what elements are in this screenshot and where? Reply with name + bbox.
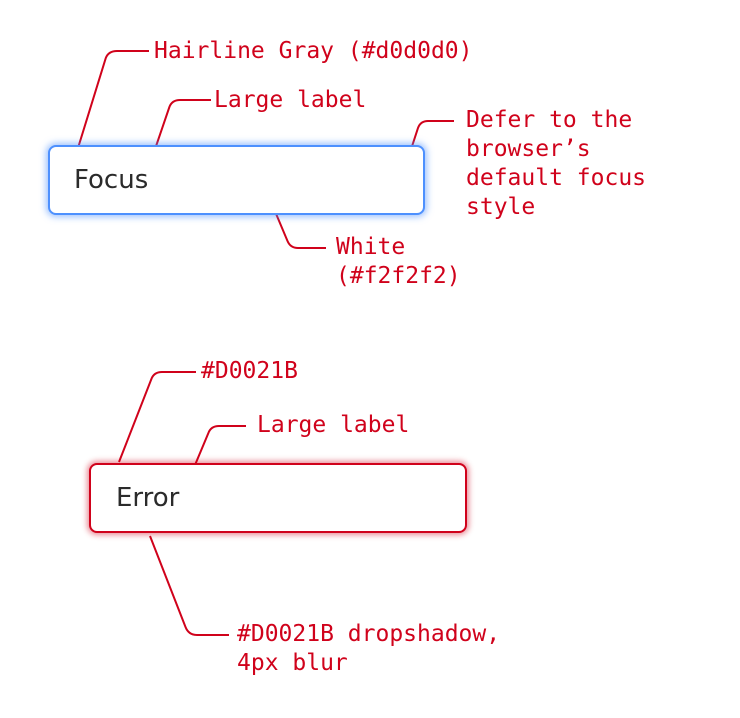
leader-dropshadow: [149, 535, 229, 636]
leader-hairline-gray: [77, 50, 149, 149]
leader-error-border: [118, 371, 196, 463]
error-input[interactable]: [89, 463, 467, 533]
annotation-large-label-error: Large label: [257, 412, 410, 438]
annotation-white-background: White (#f2f2f2): [336, 234, 461, 289]
focus-input[interactable]: [48, 145, 425, 215]
annotation-error-border-color: #D0021B: [201, 358, 298, 384]
annotation-default-focus-style: Defer to the browser’s default focus sty…: [466, 107, 647, 220]
annotation-dropshadow: #D0021B dropshadow, 4px blur: [237, 621, 501, 676]
annotation-large-label-focus: Large label: [214, 87, 367, 113]
annotation-hairline-gray: Hairline Gray (#d0d0d0): [154, 38, 473, 64]
